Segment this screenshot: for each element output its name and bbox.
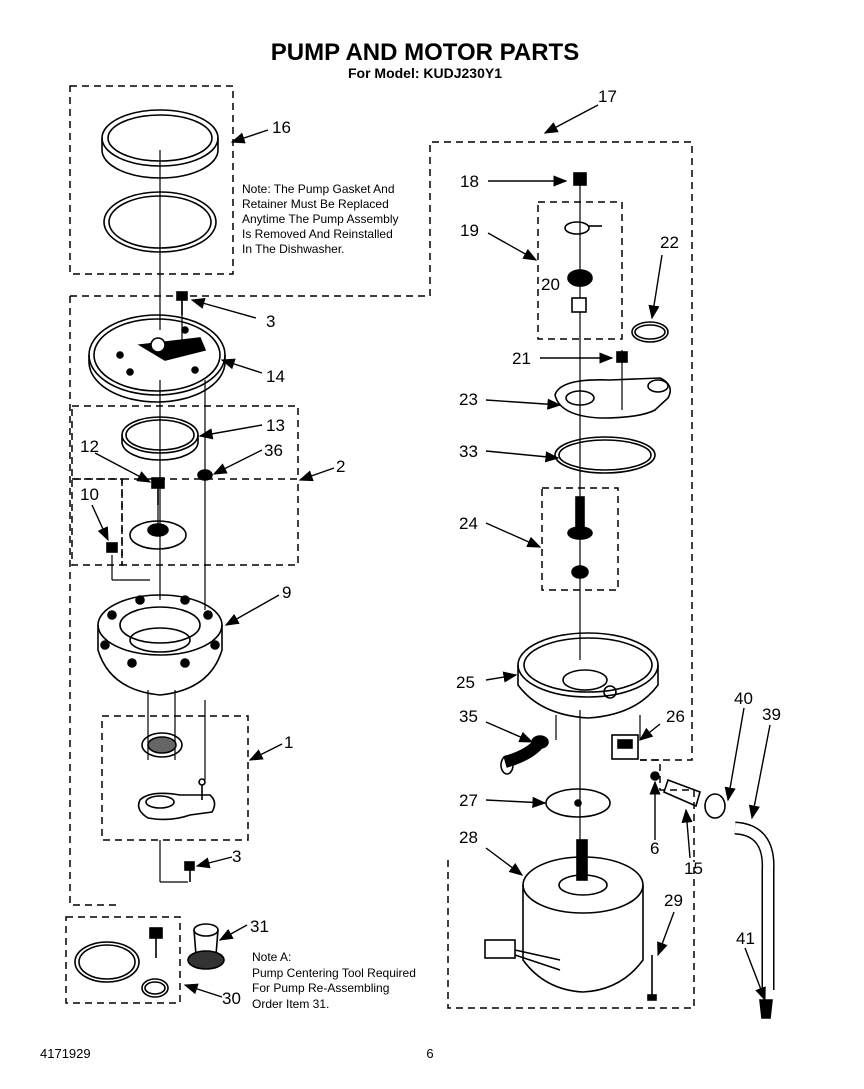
part-24-shaft — [567, 496, 593, 579]
callout-13: 13 — [266, 416, 285, 435]
box-item-30 — [65, 916, 181, 1004]
assembly-lines — [111, 150, 641, 883]
page-number: 6 — [426, 1046, 433, 1061]
model-subtitle: For Model: KUDJ230Y1 — [348, 65, 502, 81]
part-25-mount — [517, 632, 659, 719]
note-a-line-1: Note A: — [252, 950, 291, 964]
note-a: Note A: Pump Centering Tool Required For… — [252, 950, 416, 1011]
part-19-20-assembly — [564, 221, 602, 313]
callout-35: 35 — [459, 707, 478, 726]
note-a-line-2: Pump Centering Tool Required — [252, 966, 416, 980]
part-3-screw-top — [176, 291, 188, 315]
callout-23: 23 — [459, 390, 478, 409]
box-item-10 — [71, 478, 123, 566]
part-3-screw-bottom — [184, 861, 195, 882]
callout-16: 16 — [272, 118, 291, 137]
part-18-nut — [573, 172, 587, 186]
parts — [74, 109, 775, 1019]
part-23-plate — [554, 377, 671, 419]
callout-2: 2 — [336, 457, 345, 476]
leader-arrows — [91, 104, 771, 1002]
callout-15: 15 — [684, 859, 703, 878]
part-39-41-hose — [734, 821, 775, 1019]
callout-21: 21 — [512, 349, 531, 368]
part-16-gasket-retainer — [101, 109, 219, 253]
note-gasket-line-2: Retainer Must Be Replaced — [242, 197, 389, 211]
callout-27: 27 — [459, 791, 478, 810]
note-gasket-line-5: In The Dishwasher. — [242, 242, 345, 256]
callout-41: 41 — [736, 929, 755, 948]
part-13-ring — [121, 416, 199, 461]
note-a-line-3: For Pump Re-Assembling — [252, 981, 389, 995]
callout-31: 31 — [250, 917, 269, 936]
part-31-tool — [187, 923, 225, 970]
box-motor — [447, 860, 695, 1009]
note-gasket-line-4: Is Removed And Reinstalled — [242, 227, 393, 241]
part-22-oring — [631, 321, 669, 343]
callout-3-bottom: 3 — [232, 847, 241, 866]
part-6-15-40-fittings — [650, 771, 726, 819]
part-30-kit — [74, 927, 169, 998]
callout-9: 9 — [282, 583, 291, 602]
box-motor-link — [640, 759, 695, 860]
box-pump-assembly — [70, 141, 693, 761]
note-a-line-4: Order Item 31. — [252, 997, 329, 1011]
box-pump-assembly-left — [69, 296, 118, 906]
box-item-2-lower — [121, 479, 299, 566]
callout-26: 26 — [666, 707, 685, 726]
part-27-disk — [545, 788, 611, 818]
callout-19: 19 — [460, 221, 479, 240]
callout-29: 29 — [664, 891, 683, 910]
part-21-screw — [616, 351, 628, 363]
callout-6: 6 — [650, 839, 659, 858]
callout-25: 25 — [456, 673, 475, 692]
callout-20: 20 — [541, 275, 560, 294]
part-14-cover — [88, 314, 226, 403]
part-10-screw — [106, 542, 118, 553]
callout-22: 22 — [660, 233, 679, 252]
callout-12: 12 — [80, 437, 99, 456]
part-impeller — [129, 520, 187, 550]
callout-14: 14 — [266, 367, 285, 386]
callout-18: 18 — [460, 172, 479, 191]
callout-30: 30 — [222, 989, 241, 1008]
doc-number: 4171929 — [40, 1046, 91, 1061]
callout-28: 28 — [459, 828, 478, 847]
box-gasket-kit — [69, 85, 234, 275]
part-28-motor — [484, 839, 644, 993]
note-gasket: Note: The Pump Gasket And Retainer Must … — [242, 182, 399, 256]
box-item-2 — [71, 405, 299, 480]
callout-numbers: 16 17 18 19 20 22 3 21 14 23 13 33 36 12… — [80, 87, 781, 1008]
note-gasket-line-3: Anytime The Pump Assembly — [242, 212, 399, 226]
part-36-nut — [197, 469, 213, 481]
callout-24: 24 — [459, 514, 478, 533]
part-29-bolt — [647, 955, 657, 1001]
callout-33: 33 — [459, 442, 478, 461]
callout-36: 36 — [264, 441, 283, 460]
callout-1: 1 — [284, 733, 293, 752]
page-title: PUMP AND MOTOR PARTS — [271, 39, 579, 66]
part-33-gasket — [554, 436, 656, 474]
callout-40: 40 — [734, 689, 753, 708]
part-12-bolt — [151, 477, 165, 505]
part-26-clip — [611, 734, 639, 760]
part-1-filter-base — [137, 732, 216, 821]
note-gasket-line-1: Note: The Pump Gasket And — [242, 182, 395, 196]
part-9-housing — [97, 594, 223, 696]
callout-39: 39 — [762, 705, 781, 724]
callout-17: 17 — [598, 87, 617, 106]
callout-10: 10 — [80, 485, 99, 504]
part-35-elbow — [500, 735, 549, 775]
callout-3-top: 3 — [266, 312, 275, 331]
